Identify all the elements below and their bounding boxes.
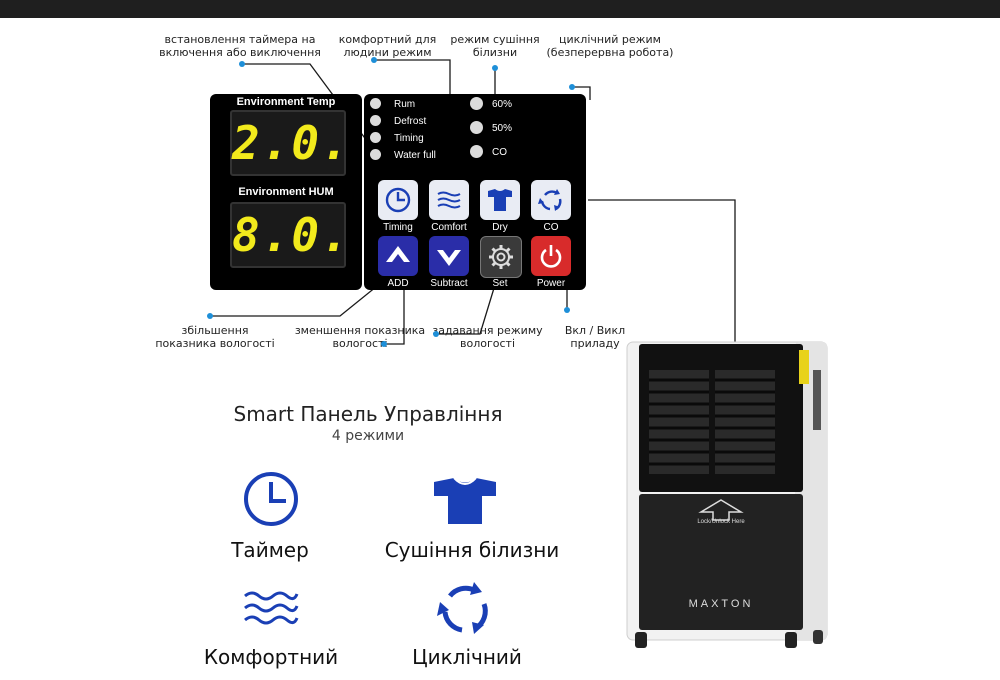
- timing-button[interactable]: [378, 180, 418, 220]
- cyclic-mode-label: Циклічний: [412, 645, 522, 669]
- comfort-button-label: Comfort: [431, 222, 467, 233]
- device-illustration: [626, 341, 828, 648]
- co-button-label: CO: [543, 222, 559, 233]
- power-button-label: Power: [536, 278, 566, 289]
- hum-readout: 8.0.: [230, 202, 349, 268]
- control-panel: Rum Defrost Timing Water full 60% 50% CO…: [364, 94, 586, 290]
- timer-mode-label: Таймер: [231, 538, 309, 562]
- comfort-button[interactable]: [429, 180, 469, 220]
- dehumidifier-device: Lock/Unlock Here MAXTON: [625, 340, 830, 652]
- drying-mode-label: Сушіння білизни: [384, 538, 560, 562]
- add-button[interactable]: [378, 236, 418, 276]
- dry-button-label: Dry: [492, 222, 508, 233]
- rum-label: Rum: [394, 99, 416, 110]
- co-button[interactable]: [531, 180, 571, 220]
- comfort-mode-label: Комфортний: [203, 645, 339, 669]
- water-full-led: [370, 149, 381, 160]
- annotation-decrease: зменшення показника вологості: [294, 324, 426, 350]
- comfort-mode-icon: [244, 591, 299, 625]
- level-60-led: [470, 97, 483, 110]
- set-button[interactable]: [480, 236, 522, 278]
- arrow-down-icon: [437, 250, 461, 266]
- power-button[interactable]: [531, 236, 571, 276]
- gear-icon: [489, 245, 513, 269]
- environment-display: Environment Temp 2.0. Environment HUM 8.…: [210, 94, 362, 290]
- level-50-led: [470, 121, 483, 134]
- timing-indicator-label: Timing: [394, 133, 424, 144]
- annotation-comfort: комфортний для людини режим: [338, 33, 437, 59]
- arrow-up-icon: [386, 246, 410, 262]
- device-brand: MAXTON: [688, 598, 754, 610]
- temp-readout: 2.0.: [230, 110, 349, 176]
- add-button-label: ADD: [387, 278, 409, 289]
- dry-button[interactable]: [480, 180, 520, 220]
- defrost-led: [370, 115, 381, 126]
- annotation-set: задавання режиму вологості: [432, 324, 543, 350]
- section-title: Smart Панель Управління: [233, 402, 503, 426]
- annotation-cycle: циклічний режим (безперервна робота): [546, 33, 674, 59]
- waves-icon: [437, 191, 461, 209]
- level-50-label: 50%: [492, 123, 513, 134]
- annotation-timer: встановлення таймера на включення або ви…: [159, 33, 321, 59]
- power-icon: [540, 245, 562, 268]
- level-co-label: CO: [492, 147, 507, 158]
- top-bar: [0, 0, 1000, 18]
- subtract-button[interactable]: [429, 236, 469, 276]
- cycle-icon: [538, 189, 562, 211]
- cyclic-mode-icon: [437, 582, 488, 634]
- hum-label: Environment HUM: [238, 186, 334, 198]
- water-full-label: Water full: [394, 150, 436, 161]
- annotation-increase: збільшення показника вологості: [155, 324, 275, 350]
- shirt-icon: [488, 189, 512, 211]
- timing-button-label: Timing: [383, 222, 413, 233]
- annotation-dry: режим сушіння білизни: [450, 33, 540, 59]
- timing-led: [370, 132, 381, 143]
- level-60-label: 60%: [492, 99, 513, 110]
- lock-hint-text: Lock/Unlock Here: [697, 519, 745, 525]
- clock-icon: [385, 187, 411, 213]
- drying-mode-icon: [434, 478, 496, 524]
- defrost-label: Defrost: [394, 116, 427, 127]
- set-button-label: Set: [492, 278, 508, 289]
- timer-mode-icon: [244, 472, 298, 526]
- subtract-button-label: Subtract: [430, 278, 468, 289]
- level-co-led: [470, 145, 483, 158]
- temp-label: Environment Temp: [236, 96, 336, 108]
- section-subtitle: 4 режими: [331, 428, 405, 444]
- rum-led: [370, 98, 381, 109]
